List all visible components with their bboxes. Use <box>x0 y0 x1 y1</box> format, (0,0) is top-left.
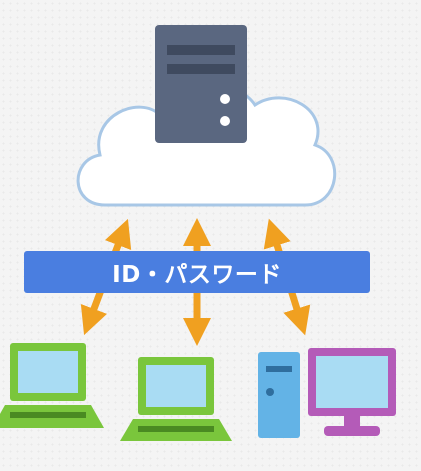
desktop-pc-icon <box>258 348 396 438</box>
server-icon <box>155 25 247 143</box>
laptop-icon <box>0 343 104 428</box>
id-password-label: ID・パスワード <box>24 251 370 293</box>
laptop-icon <box>120 357 232 441</box>
